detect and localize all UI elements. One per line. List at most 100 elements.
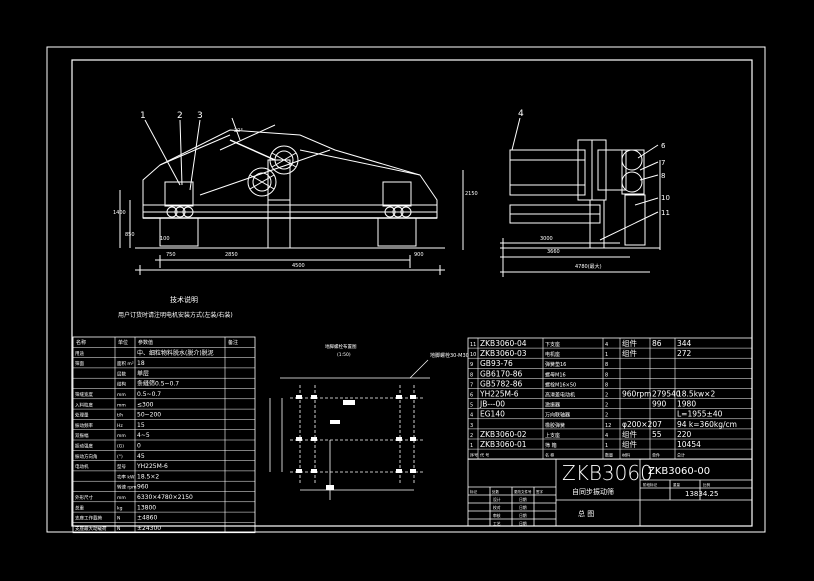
callout-7: 7 [661, 159, 665, 167]
part-cell: 4 [605, 342, 608, 348]
spec-cell: 电动机 [75, 463, 89, 470]
leader-4 [511, 117, 521, 151]
part-cell: 组件 [622, 338, 637, 348]
part-cell: 344 [677, 339, 692, 348]
part-cell: GB5782-86 [480, 379, 523, 388]
dim-3000: 3000 [540, 236, 553, 242]
spec-cell: YH225M-6 [136, 463, 168, 470]
exciter-2-spoke-2 [249, 174, 275, 190]
lower-support-right [377, 217, 417, 247]
spec-cell: 0.5~0.7 [137, 391, 161, 398]
part-cell: L=1955±40 [677, 410, 723, 419]
callout-10: 10 [661, 194, 670, 202]
motor-2 [621, 171, 643, 193]
anchor-point [396, 469, 402, 473]
tb-label-scale: 比例 [703, 482, 711, 487]
part-cell: 激振器 [545, 402, 560, 409]
part-cell: 279540 [652, 390, 681, 399]
spec-header: 备注 [228, 339, 238, 346]
spec-cell: 层数 [117, 370, 126, 377]
lower-support-left [159, 217, 199, 247]
part-cell: 螺母M16 [545, 371, 566, 378]
part-cell: 55 [652, 430, 662, 439]
coupling [597, 149, 627, 191]
foundation-detail [269, 377, 430, 500]
motor-support [624, 194, 646, 246]
spec-cell: 18.5×2 [137, 473, 159, 480]
part-cell: ZKB3060-02 [480, 430, 527, 439]
anchor-point [311, 469, 317, 473]
anchor-point [296, 437, 302, 441]
spec-cell: ±4860 [137, 515, 157, 522]
part-cell: EG140 [480, 410, 505, 419]
part-cell: 螺栓M16×50 [545, 381, 576, 388]
tb-role: 工艺 [493, 521, 501, 526]
dim-900: 900 [414, 252, 424, 258]
spring-l3 [182, 206, 194, 218]
part-cell: 6 [470, 393, 473, 399]
callout-1: 1 [140, 111, 146, 121]
dim-100: 100 [160, 236, 170, 242]
spec-cell: N [117, 516, 120, 522]
spec-cell: 型号 [117, 463, 126, 470]
spec-cell: 功率 kW [117, 473, 135, 480]
anchor-point [396, 437, 402, 441]
spring-l1 [166, 206, 178, 218]
spec-cell: (°) [117, 454, 123, 460]
parts-header: 代 号 [480, 452, 489, 458]
spec-cell: 条缝筛0.5~0.7 [137, 380, 179, 388]
anchor-points [296, 395, 416, 490]
part-cell: ZKB3060-03 [480, 349, 527, 358]
leader-1 [144, 119, 181, 186]
tb-row-label: 签字 [536, 489, 544, 494]
spec-cell: t/h [117, 413, 123, 419]
leader-2 [179, 119, 183, 186]
part-cell: 960rpm [622, 390, 651, 399]
spec-cell: 18 [137, 360, 145, 367]
tb-role: 设计 [493, 497, 501, 502]
part-cell: 272 [677, 349, 692, 358]
spec-cell: 50~200 [137, 412, 161, 419]
tb-role-date: 日期 [519, 505, 527, 510]
parts-header: 数量 [605, 452, 613, 458]
spec-cell: mm [117, 434, 126, 439]
part-cell: 1 [470, 443, 473, 449]
part-cell: 220 [677, 430, 692, 439]
dim-4500: 4500 [292, 263, 305, 269]
title-view-label: 总 图 [578, 509, 594, 518]
leader-8 [639, 174, 659, 181]
spec-cell: 960 [137, 484, 149, 491]
tb-row-label: 标记 [470, 489, 478, 494]
detail-label: 地脚螺栓布置图 [325, 343, 357, 350]
leader-6 [637, 144, 659, 159]
part-cell: 18.5kw×2 [677, 390, 715, 399]
deck-line-2 [219, 124, 276, 151]
part-cell: JB---00 [479, 400, 505, 409]
side-view [119, 117, 464, 275]
part-cell: 弹簧垫16 [545, 361, 566, 368]
leader-10 [634, 197, 659, 206]
spec-cell: 13800 [137, 504, 156, 511]
tb-row-label: 处数 [492, 489, 500, 494]
part-cell: GB93-76 [480, 359, 513, 368]
spec-cell: 筛缝宽度 [75, 391, 93, 398]
spec-cell: 用途 [75, 350, 84, 357]
anchor-point [311, 437, 317, 441]
part-cell: 2 [605, 403, 608, 409]
detail-scale: (1:50) [337, 352, 351, 358]
part-cell: 8 [605, 382, 608, 388]
spec-cell: 0 [137, 443, 141, 450]
exciter-2 [247, 167, 277, 197]
part-cell: ZKB3060-01 [480, 440, 527, 449]
part-cell: 12 [605, 423, 611, 429]
tb-row-label: 更改文件号 [514, 489, 532, 494]
callout-11: 11 [661, 209, 670, 217]
part-cell: 10454 [677, 440, 701, 449]
part-cell: 7 [470, 382, 473, 388]
part-cell: 橡胶弹簧 [545, 422, 565, 429]
spec-cell: 45 [137, 453, 145, 460]
tb-role: 审核 [493, 513, 501, 518]
upper-support-right [382, 181, 412, 207]
